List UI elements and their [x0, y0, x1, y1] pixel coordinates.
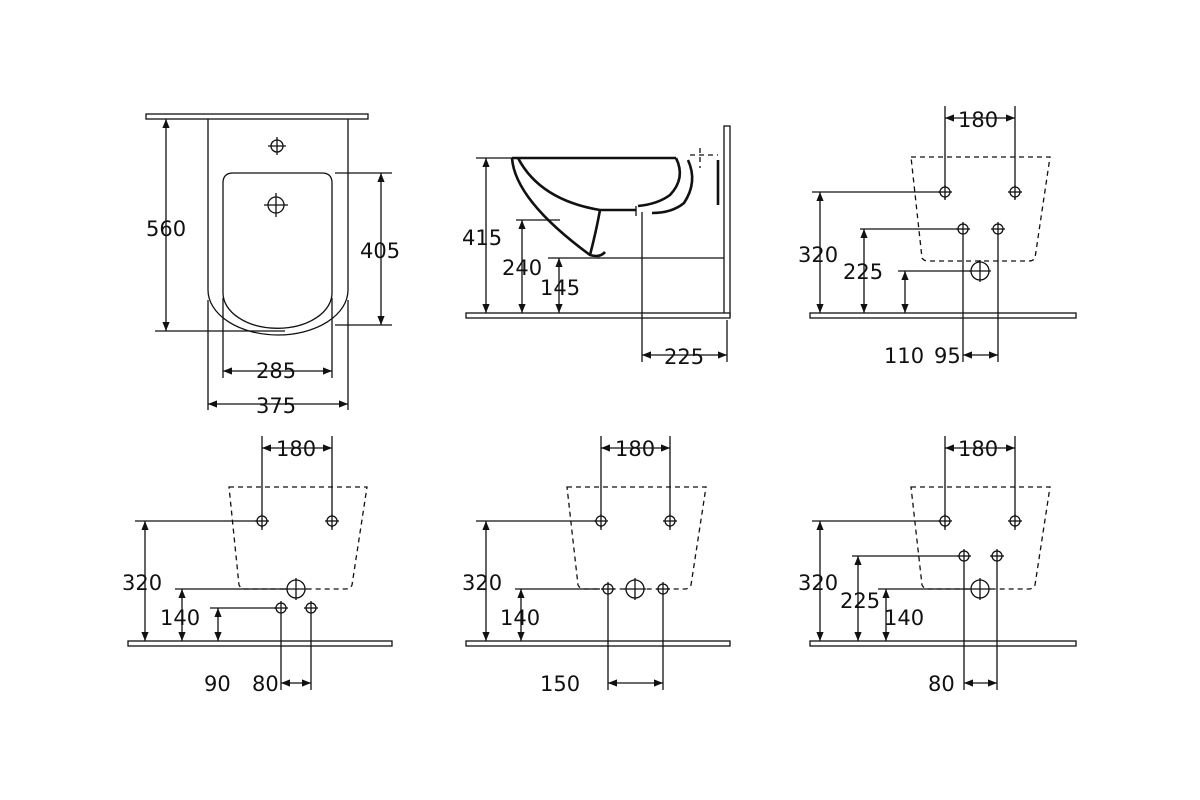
drain-hole — [264, 193, 288, 217]
connection-d-drain — [969, 578, 991, 600]
dim-width-inner: 285 — [256, 359, 296, 383]
connection-a-point — [1008, 185, 1022, 199]
connection-view-c: 180 320 140 150 — [462, 436, 731, 696]
dim-height-total: 560 — [146, 217, 186, 241]
connection-b-drain — [285, 578, 307, 600]
connection-b-point — [274, 601, 288, 615]
bowl-inner — [516, 157, 636, 212]
trap-outer — [637, 157, 682, 208]
connection-view-d: 180 320 225 140 80 — [798, 436, 1077, 696]
side-view: 415 240 145 225 — [462, 125, 731, 369]
dim-a-height-top: 320 — [798, 243, 838, 267]
dim-b-spacing-top: 180 — [276, 437, 316, 461]
dim-b-height-top: 320 — [122, 571, 162, 595]
dim-d-height-top: 320 — [798, 571, 838, 595]
connection-c-drain — [624, 578, 646, 600]
dim-a-height-low: 110 — [884, 344, 924, 368]
connection-d-point — [1008, 514, 1022, 528]
bowl-front — [510, 157, 606, 258]
wall-plate — [145, 113, 369, 120]
bowl-outline — [222, 172, 333, 329]
dim-c-spacing-low: 150 — [540, 672, 580, 696]
connection-b-point — [325, 514, 339, 528]
dim-side-depth: 225 — [664, 345, 704, 369]
trap-inner — [651, 159, 694, 215]
dim-b-height-low: 140 — [160, 606, 200, 630]
connection-c-point — [656, 582, 670, 596]
dim-b-offset-x: 90 — [204, 672, 231, 696]
dim-d-spacing-top: 180 — [958, 437, 998, 461]
dim-a-offset: 95 — [934, 344, 961, 368]
front-view: 560 405 285 375 — [145, 113, 400, 418]
dim-b-spacing-low: 80 — [252, 672, 279, 696]
dim-a-spacing-top: 180 — [958, 108, 998, 132]
connection-a-drain — [969, 260, 991, 282]
dim-c-spacing-top: 180 — [615, 437, 655, 461]
connection-d-point — [938, 514, 952, 528]
dim-c-height-low: 140 — [500, 606, 540, 630]
connection-a-point — [956, 222, 970, 236]
tap-hole — [268, 137, 286, 155]
connection-c-point — [594, 514, 608, 528]
connection-a-point — [991, 222, 1005, 236]
dim-side-mid: 240 — [502, 256, 542, 280]
connection-view-a: 180 320 225 110 95 — [798, 106, 1077, 368]
bidet-outline — [207, 119, 349, 336]
dim-d-height-low: 140 — [884, 606, 924, 630]
connection-d-point — [957, 549, 971, 563]
floor-line — [465, 312, 731, 319]
connection-a-point — [938, 185, 952, 199]
connection-b-point — [255, 514, 269, 528]
connection-b-point — [304, 601, 318, 615]
dim-d-spacing-low: 80 — [928, 672, 955, 696]
dim-c-height-top: 320 — [462, 571, 502, 595]
dim-d-height-mid: 225 — [840, 589, 880, 613]
dim-height-bowl: 405 — [360, 239, 400, 263]
dim-width-outer: 375 — [256, 394, 296, 418]
dim-a-height-mid: 225 — [843, 260, 883, 284]
connection-c-point — [601, 582, 615, 596]
connection-d-point — [990, 549, 1004, 563]
dim-side-height: 415 — [462, 226, 502, 250]
connection-view-b: 180 320 140 90 80 — [122, 436, 393, 696]
connection-c-point — [663, 514, 677, 528]
dim-side-low: 145 — [540, 276, 580, 300]
wall-section — [723, 125, 731, 317]
bowl-base — [588, 209, 602, 256]
